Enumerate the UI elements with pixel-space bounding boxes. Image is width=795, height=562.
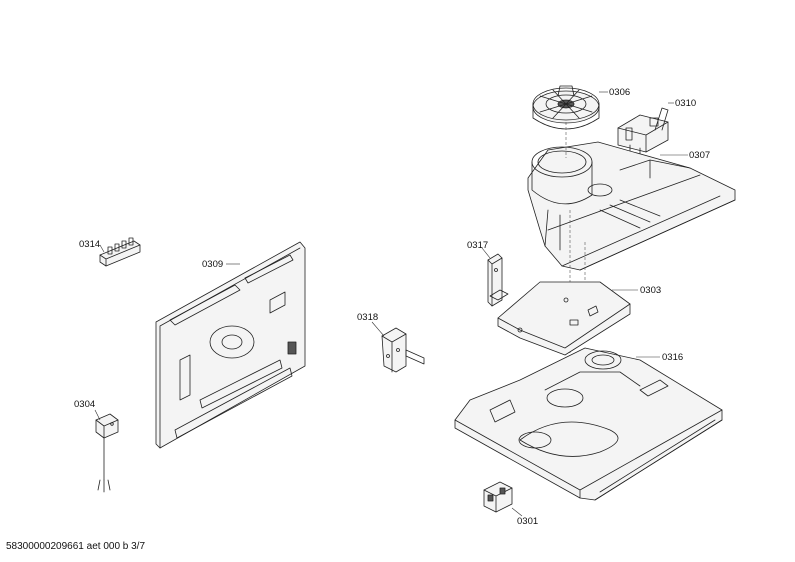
- part-0310-motor[interactable]: [617, 107, 669, 159]
- leader-0314: [99, 244, 105, 253]
- label-0314: 0314: [79, 239, 100, 250]
- part-0317-bracket[interactable]: [487, 253, 509, 307]
- document-id: 58300000209661 aet 000 b 3/7: [6, 541, 146, 552]
- label-0303: 0303: [640, 285, 661, 296]
- label-0310: 0310: [675, 98, 696, 109]
- part-0303-shield-plate[interactable]: [497, 281, 631, 356]
- label-0304: 0304: [74, 399, 95, 410]
- label-0309: 0309: [202, 259, 223, 270]
- label-0301: 0301: [517, 516, 538, 527]
- part-0314-terminal-block[interactable]: [99, 237, 141, 267]
- leader-0317: [481, 247, 491, 259]
- part-0301-latch[interactable]: [483, 481, 513, 513]
- label-0306: 0306: [609, 87, 630, 98]
- label-0316: 0316: [662, 352, 683, 363]
- label-0307: 0307: [689, 150, 710, 161]
- part-0304-power-cord[interactable]: [95, 413, 119, 493]
- label-0318: 0318: [357, 312, 378, 323]
- part-0309-rear-panel[interactable]: [155, 241, 306, 449]
- leader-0301: [511, 507, 523, 517]
- part-0307-fan-housing[interactable]: [527, 141, 736, 271]
- label-0317: 0317: [467, 240, 488, 251]
- part-0316-base-tray[interactable]: [454, 347, 723, 501]
- leader-0318: [371, 321, 385, 337]
- part-0306-fan-wheel[interactable]: [532, 85, 600, 130]
- leader-0304: [94, 409, 101, 421]
- part-0318-mounting-bracket[interactable]: [381, 327, 425, 373]
